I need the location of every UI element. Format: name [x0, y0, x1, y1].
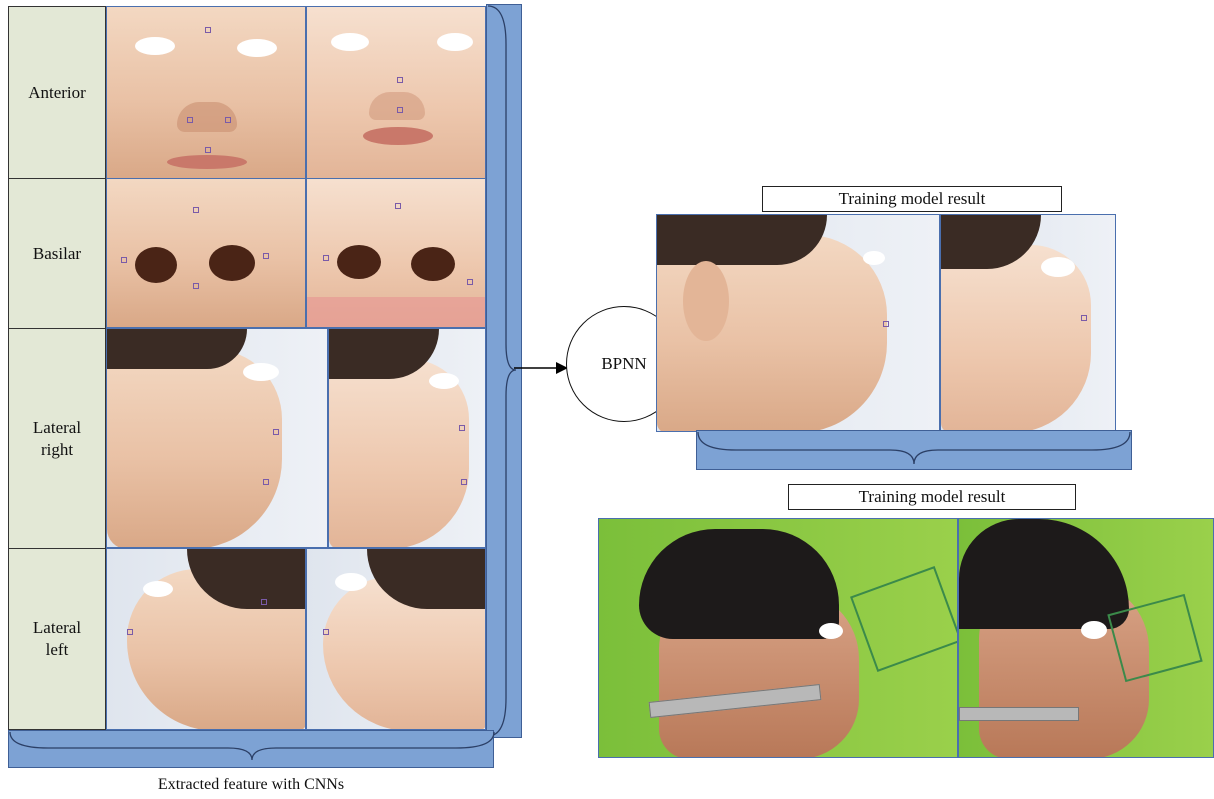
row-label-text: Basilar — [33, 243, 81, 265]
result-bottom-photo-1 — [598, 518, 958, 758]
basilar-photo-1 — [106, 178, 306, 328]
lateral-right-photo-1 — [106, 328, 328, 548]
row-label-lateral-left: Lateral left — [8, 548, 106, 730]
landmark — [397, 77, 403, 83]
lips — [363, 127, 433, 145]
landmark — [121, 257, 127, 263]
landmark — [459, 425, 465, 431]
result-title-top: Training model result — [762, 186, 1062, 212]
nostril — [209, 245, 255, 281]
bpnn-label: BPNN — [601, 354, 646, 374]
lips — [167, 155, 247, 169]
landmark — [395, 203, 401, 209]
hair — [657, 215, 827, 265]
anterior-photo-2 — [306, 6, 486, 180]
landmark — [883, 321, 889, 327]
row-label-text: Lateral left — [33, 617, 81, 661]
landmark — [205, 27, 211, 33]
landmark — [1081, 315, 1087, 321]
eye-mask — [243, 363, 279, 381]
horizontal-brace — [8, 728, 498, 764]
result-top-brace — [696, 428, 1136, 468]
eye-mask — [335, 573, 367, 591]
landmark — [225, 117, 231, 123]
landmark — [323, 255, 329, 261]
result-top-photo-2 — [940, 214, 1116, 432]
row-label-text: Lateral right — [33, 417, 81, 461]
ruler — [959, 707, 1079, 721]
basilar-photo-2 — [306, 178, 486, 328]
landmark — [461, 479, 467, 485]
nose — [369, 92, 425, 120]
result-top-photo-1 — [656, 214, 940, 432]
lip — [307, 297, 486, 328]
eye-mask — [863, 251, 885, 265]
landmark — [263, 253, 269, 259]
landmark — [263, 479, 269, 485]
eye-mask — [1041, 257, 1075, 277]
landmark — [397, 107, 403, 113]
landmark — [193, 283, 199, 289]
landmark — [273, 429, 279, 435]
nostril — [135, 247, 177, 283]
lateral-left-photo-1 — [106, 548, 306, 730]
result-title-text: Training model result — [839, 189, 986, 209]
row-label-lateral-right: Lateral right — [8, 328, 106, 550]
landmark — [261, 599, 267, 605]
hair — [639, 529, 839, 639]
landmark — [127, 629, 133, 635]
triangle-ruler — [850, 566, 958, 672]
eye-mask — [143, 581, 173, 597]
nostril — [411, 247, 455, 281]
landmark — [323, 629, 329, 635]
row-label-basilar: Basilar — [8, 178, 106, 330]
landmark — [205, 147, 211, 153]
anterior-photo-1 — [106, 6, 306, 180]
eye-mask — [135, 37, 175, 55]
eye-mask — [819, 623, 843, 639]
lateral-right-photo-2 — [328, 328, 486, 548]
result-bottom-photo-2 — [958, 518, 1214, 758]
result-title-text: Training model result — [859, 487, 1006, 507]
lateral-left-photo-2 — [306, 548, 486, 730]
eye-mask — [237, 39, 277, 57]
row-label-text: Anterior — [28, 82, 86, 104]
hair — [959, 519, 1129, 629]
landmark — [187, 117, 193, 123]
landmark — [193, 207, 199, 213]
row-label-anterior: Anterior — [8, 6, 106, 180]
eye-mask — [1081, 621, 1107, 639]
nostril — [337, 245, 381, 279]
result-title-bottom: Training model result — [788, 484, 1076, 510]
eye-mask — [437, 33, 473, 51]
hair — [107, 329, 247, 369]
eye-mask — [331, 33, 369, 51]
eye-mask — [429, 373, 459, 389]
left-caption: Extracted feature with CNNs — [8, 776, 494, 794]
landmark — [467, 279, 473, 285]
ear — [683, 261, 729, 341]
